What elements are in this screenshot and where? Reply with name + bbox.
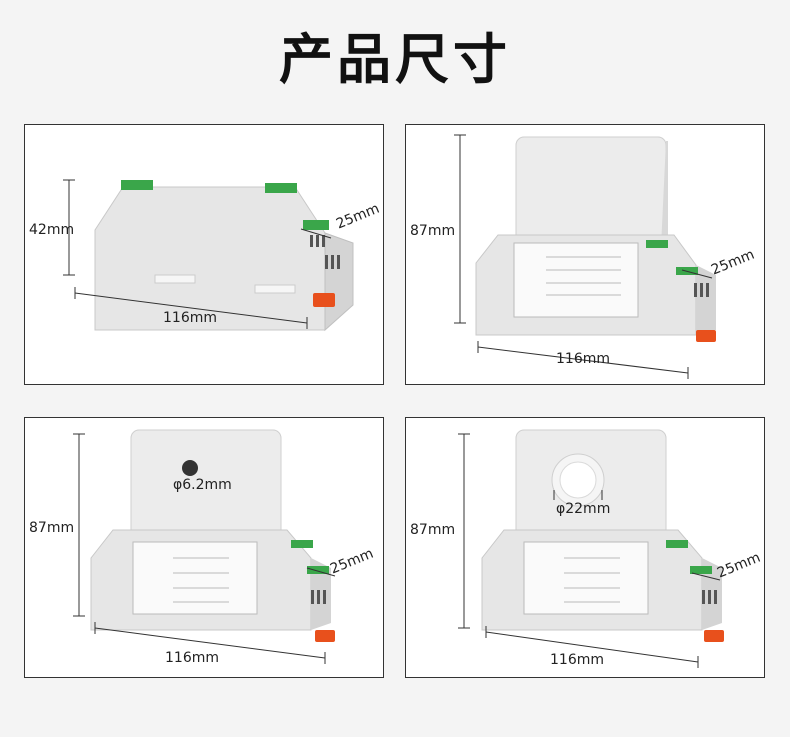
- width-label: 116mm: [163, 310, 217, 326]
- hole-label: φ6.2mm: [173, 477, 232, 493]
- height-label: 87mm: [29, 520, 75, 536]
- width-label: 116mm: [165, 650, 219, 666]
- device-drawing: [454, 134, 716, 379]
- device-drawing: [63, 179, 354, 332]
- dimension-panel-1: 42mm 116mm 25mm: [24, 124, 384, 385]
- hole-label: φ22mm: [556, 501, 611, 517]
- height-label: 42mm: [29, 222, 75, 238]
- height-label: 87mm: [410, 223, 456, 239]
- page-title: 产品尺寸: [279, 28, 511, 91]
- dimension-panel-2: 87mm 116mm 25mm: [405, 124, 765, 385]
- width-label: 116mm: [550, 652, 604, 668]
- width-label: 116mm: [556, 351, 610, 367]
- device-drawing: [458, 429, 724, 668]
- height-label: 87mm: [410, 522, 456, 538]
- dimension-panel-4: 87mm φ22mm 116mm 25mm: [405, 417, 765, 678]
- device-drawing: [73, 429, 336, 664]
- dimension-panel-3: 87mm φ6.2mm 116mm 25mm: [24, 417, 384, 678]
